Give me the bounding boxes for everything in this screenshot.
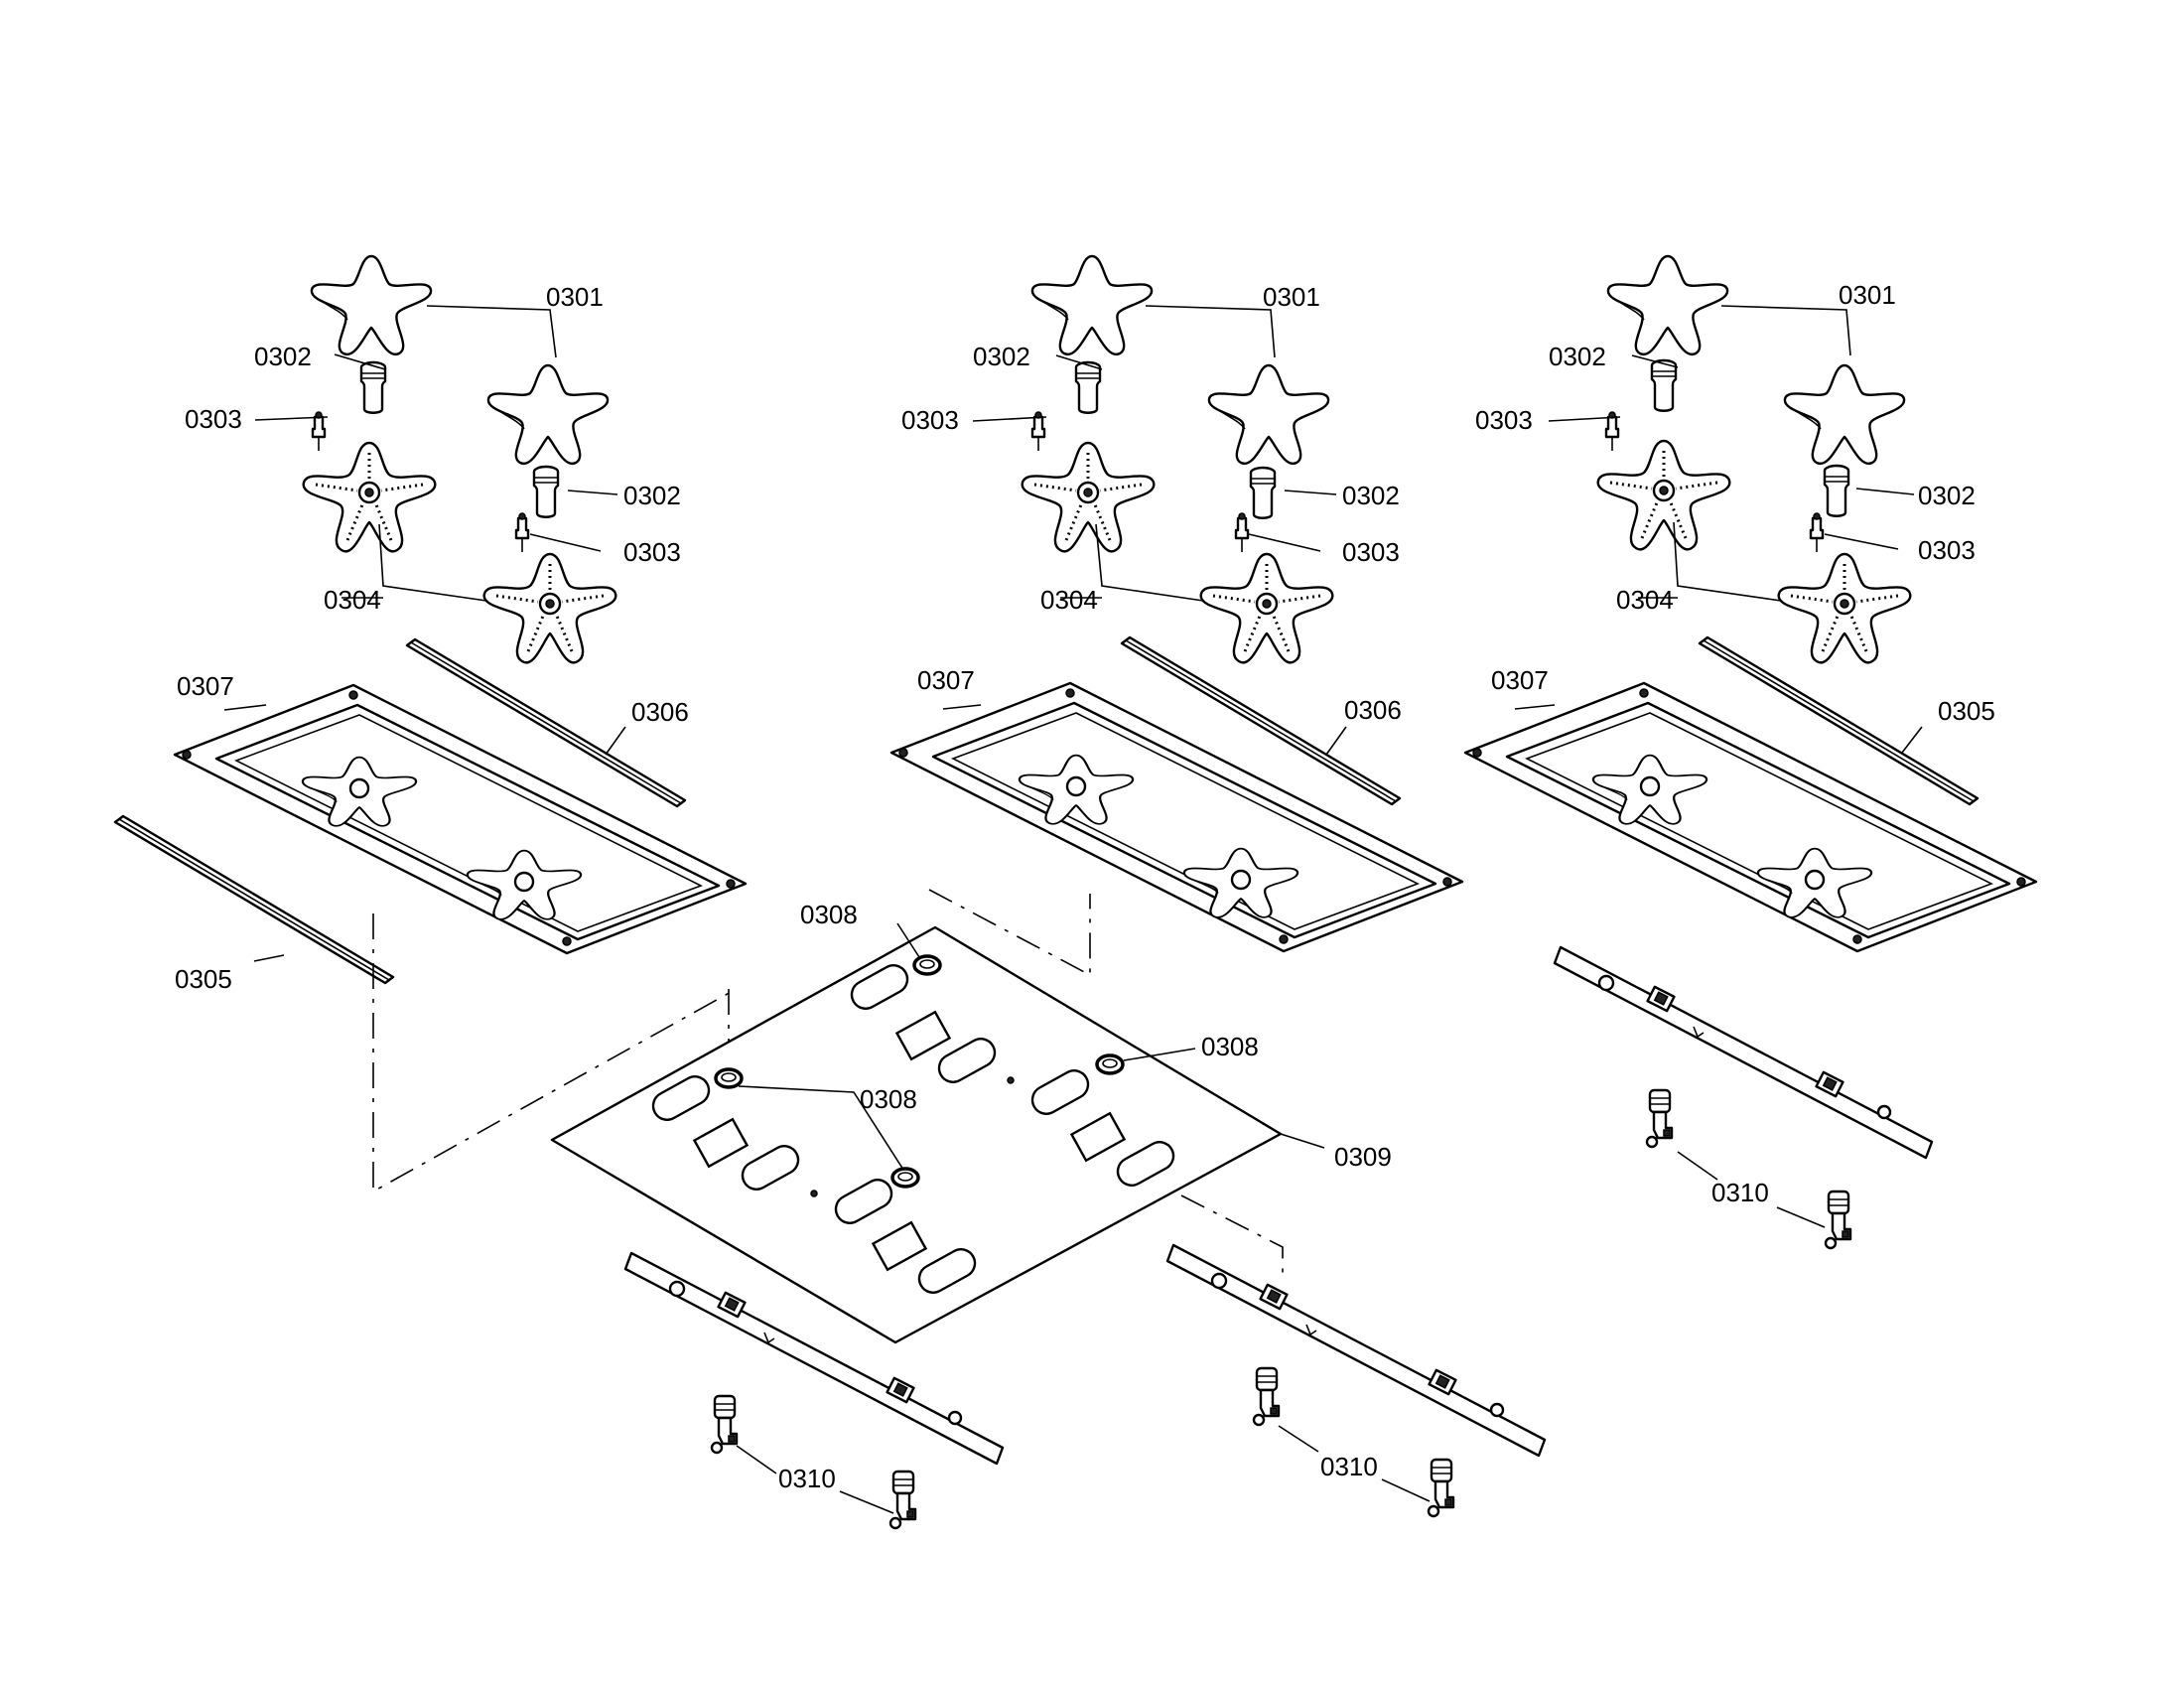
spreader-cup-c1 [1650,358,1678,412]
callout-b-0306: 0306 [1344,695,1402,725]
spreader-cup-a1 [359,360,387,414]
burner-group-middle: 0301 0302 0303 0302 0303 0304 0307 0306 [891,254,1462,951]
burner-b1 [1021,441,1156,553]
burner-cap-c1 [1606,254,1729,356]
callout-c-0304: 0304 [1616,585,1674,615]
callout-c-0301: 0301 [1839,280,1896,310]
callout-b-0303-upper: 0303 [901,405,959,435]
burner-b2 [1199,552,1334,664]
callout-c-0303-upper: 0303 [1475,405,1533,435]
electrode-c2 [1809,511,1825,554]
callout-0308-right: 0308 [1201,1032,1259,1061]
ring-0308-b [1095,1053,1125,1075]
burner-cap-b1 [1030,254,1154,356]
callout-0310-middle: 0310 [1320,1452,1378,1481]
gas-valve-mid-2 [1427,1458,1455,1518]
callout-c-0302-lower: 0302 [1918,481,1976,510]
burner-cap-c2 [1783,363,1906,466]
burner-group-left: 0301 0302 0303 0302 0303 0304 0307 0306 … [113,254,746,994]
electrode-a2 [514,511,530,554]
gas-valve-left-2 [888,1470,917,1530]
gas-valve-c2 [1824,1190,1852,1250]
callout-c-0310: 0310 [1711,1178,1769,1207]
ring-0308-a [912,954,942,976]
burner-c2 [1777,552,1912,664]
spreader-cup-b1 [1074,360,1102,414]
callout-0308-left: 0308 [860,1084,917,1114]
callout-a-0303-upper: 0303 [185,404,242,434]
spreader-cup-b2 [1249,466,1277,519]
burner-cap-b2 [1207,363,1330,466]
callout-a-0301: 0301 [546,282,604,312]
callout-a-0303-lower: 0303 [623,537,681,567]
burner-a2 [482,552,617,664]
burner-cap-a1 [310,254,433,356]
callout-a-0307: 0307 [177,671,234,701]
callout-b-0302-lower: 0302 [1342,481,1400,510]
callout-b-0301: 0301 [1263,282,1320,312]
callout-b-0303-lower: 0303 [1342,537,1400,567]
callout-a-0306: 0306 [631,697,689,727]
callout-c-0305: 0305 [1938,696,1995,726]
burner-group-right: 0301 0302 0303 0302 0303 0304 0307 0305 … [1465,254,2036,1250]
callout-0310-left: 0310 [778,1464,836,1493]
callout-0309: 0309 [1334,1142,1392,1172]
callout-c-0303-lower: 0303 [1918,535,1976,565]
electrode-b2 [1234,511,1250,554]
callout-c-0307: 0307 [1491,665,1549,695]
callout-b-0307: 0307 [917,665,975,695]
callout-a-0305: 0305 [175,964,232,994]
spreader-cup-c2 [1823,464,1850,517]
burner-c1 [1596,439,1731,551]
callout-0308-top: 0308 [800,900,858,929]
spreader-cup-a2 [532,465,560,518]
burner-rail-middle [1165,1243,1547,1458]
callout-a-0302-upper: 0302 [254,342,312,371]
callout-b-0304: 0304 [1040,585,1098,615]
ring-0308-c [714,1067,744,1089]
gas-valve-mid-1 [1252,1366,1281,1427]
callout-a-0304: 0304 [324,585,381,615]
cover-plate-0309 [550,925,1283,1344]
burner-rail-c [1553,945,1934,1160]
callout-a-0302-lower: 0302 [623,481,681,510]
ring-0308-d [890,1167,920,1189]
callout-b-0302-upper: 0302 [973,342,1030,371]
gas-valve-left-1 [710,1394,739,1455]
callout-c-0302-upper: 0302 [1549,342,1606,371]
burner-cap-a2 [486,363,610,466]
burner-a1 [302,441,437,553]
gas-valve-c1 [1645,1088,1674,1149]
center-panel-assembly: 0308 0308 0308 0309 0310 0310 [372,889,1547,1530]
